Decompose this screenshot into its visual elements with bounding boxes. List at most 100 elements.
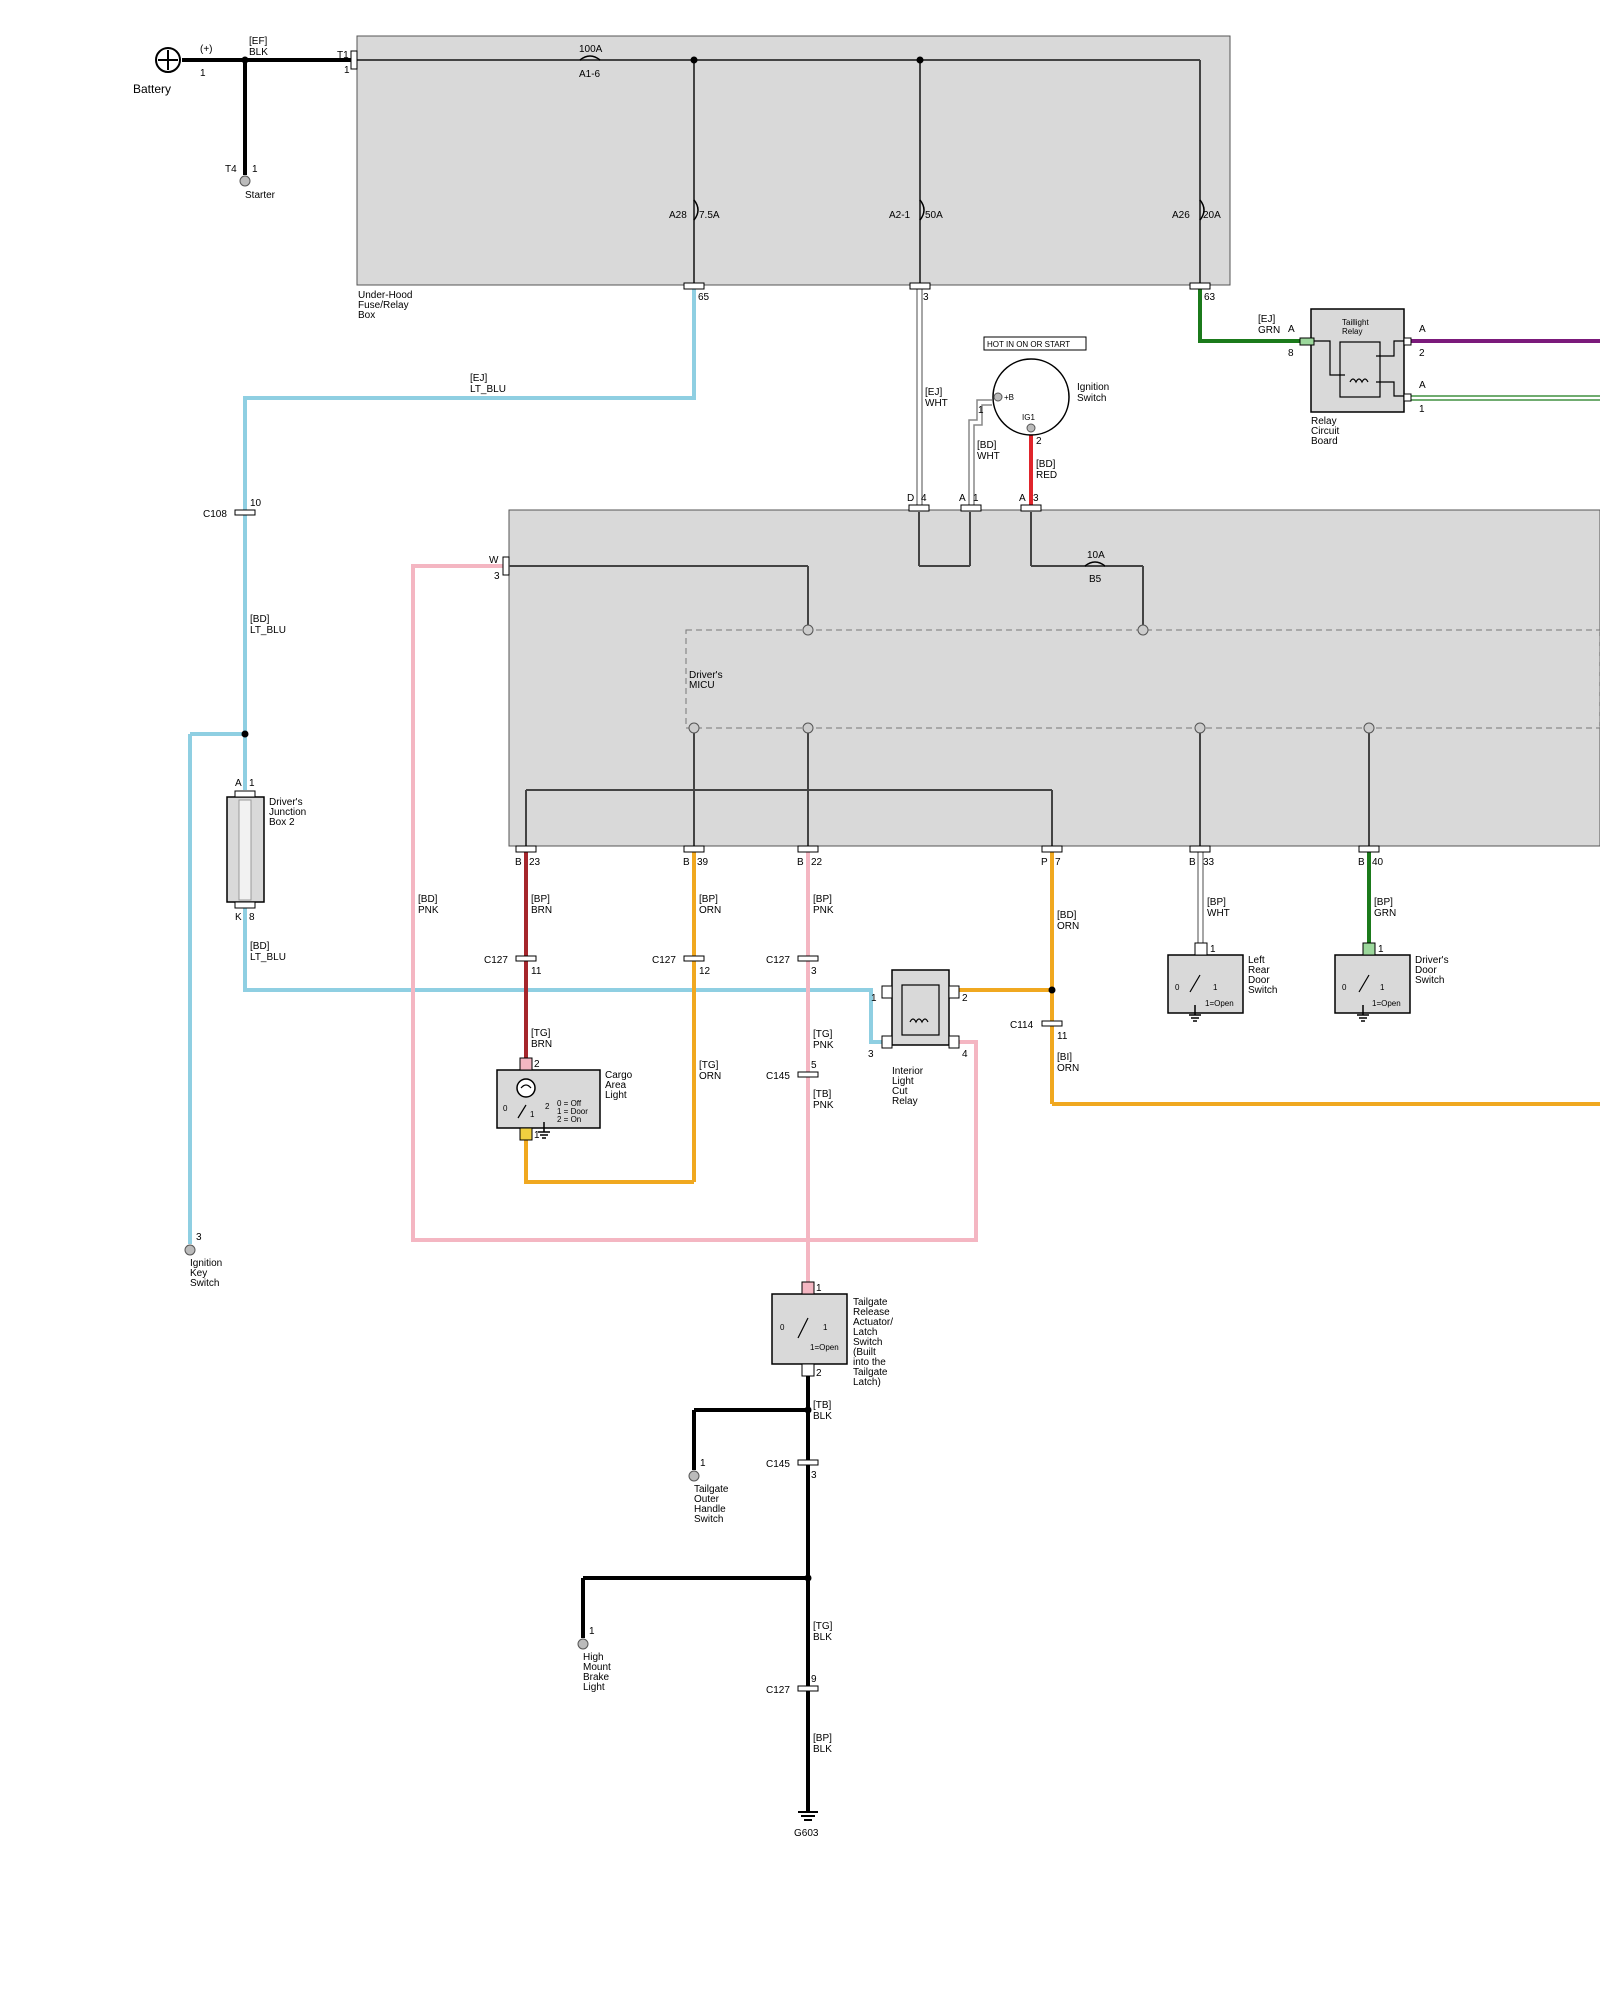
ignition-ig1-label: IG1 <box>1022 413 1035 422</box>
micu-fuse-id: B5 <box>1089 574 1102 585</box>
wire-bd-ltblu-2-code: [BD] <box>250 941 270 952</box>
cut-relay-pin-2-label: 2 <box>962 993 968 1004</box>
c127-d-label: C127 <box>766 1685 790 1696</box>
junction-dot-2 <box>916 56 924 64</box>
micu-b40-pin: 40 <box>1372 857 1384 868</box>
battery-polarity: (+) <box>200 44 213 55</box>
c145-b-connector <box>797 1459 819 1466</box>
micu-a2: A <box>1019 493 1026 504</box>
cut-relay-pin-4 <box>948 1035 960 1049</box>
cut-relay-inner <box>901 984 940 1036</box>
lr-door-pos1: 1 <box>1213 983 1218 992</box>
ign-key-label-1: Ignition <box>190 1258 222 1269</box>
dr-door-open: 1=Open <box>1372 999 1401 1008</box>
wire-ej-ltblu-code: [EJ] <box>470 373 487 384</box>
cut-relay-label-4: Relay <box>892 1096 918 1107</box>
djb2-pin-a1 <box>234 790 256 798</box>
micu-b23-pin: 23 <box>529 857 541 868</box>
tailgate-label-4: Latch <box>853 1327 877 1338</box>
tailgate-pin-1-label: 1 <box>816 1283 822 1294</box>
wire-bp-brn-color: BRN <box>531 905 552 916</box>
c127-a-label: C127 <box>484 955 508 966</box>
main-fuse-amps: 100A <box>579 44 603 55</box>
wire-bd-ltblu-code: [BD] <box>250 614 270 625</box>
hmbl-pin: 1 <box>589 1626 595 1637</box>
micu-a2-pin: 3 <box>1033 493 1039 504</box>
micu-p7-pin: 7 <box>1055 857 1061 868</box>
c108-connector <box>234 509 256 516</box>
starter-label: Starter <box>245 190 276 201</box>
micu-b39: B <box>683 857 690 868</box>
micu-fuse-amps: 10A <box>1087 550 1105 561</box>
wire-tb-pnk-color: PNK <box>813 1100 834 1111</box>
outer-handle-label-4: Switch <box>694 1514 723 1525</box>
c127-c-label: C127 <box>766 955 790 966</box>
high-mount-brake-light-terminal <box>577 1638 589 1650</box>
ign-key-label-2: Key <box>190 1268 207 1279</box>
wire-bp-pnk-code: [BP] <box>813 894 832 905</box>
dr-door-label-2: Door <box>1415 965 1437 976</box>
djb2-label-3: Box 2 <box>269 817 295 828</box>
wht-wires <box>916 289 1204 950</box>
wire-tb-blk-code: [TB] <box>813 1400 832 1411</box>
djb2-label-1: Driver's <box>269 797 303 808</box>
micu-b23: B <box>515 857 522 868</box>
c127-b-label: C127 <box>652 955 676 966</box>
thin-grn-wire <box>1408 395 1600 401</box>
c145-a-pin: 5 <box>811 1060 817 1071</box>
uhfb-pin-63 <box>1189 282 1211 290</box>
micu-b33-pin: 33 <box>1203 857 1215 868</box>
battery-pin: 1 <box>200 68 206 79</box>
djb2-conn-k: K <box>235 912 242 923</box>
t1-label: T1 <box>337 50 349 61</box>
c127-c-pin: 3 <box>811 966 817 977</box>
fuse-a26-id: A26 <box>1172 210 1190 221</box>
tailgate-pos0: 0 <box>780 1323 785 1332</box>
orn-wires <box>524 849 1600 1184</box>
c145-a-connector <box>797 1071 819 1078</box>
outer-handle-switch-terminal <box>688 1470 700 1482</box>
pnk-wires <box>411 564 978 1292</box>
djb2-conn-a: A <box>235 778 242 789</box>
tailgate-pos1: 1 <box>823 1323 828 1332</box>
wire-tg-pnk-code: [TG] <box>813 1029 833 1040</box>
junction-dot-1 <box>690 56 698 64</box>
ignition-b-terminal <box>993 392 1003 402</box>
ignition-ig1-terminal <box>1026 423 1036 433</box>
cargo-label-2: Area <box>605 1080 627 1091</box>
fuse-a28 <box>693 199 699 221</box>
relay-board-pin-r2-label: 2 <box>1419 348 1425 359</box>
micu-b22: B <box>797 857 804 868</box>
tailgate-label-2: Release <box>853 1307 890 1318</box>
wire-bp-brn-code: [BP] <box>531 894 550 905</box>
wire-tg-blk-color: BLK <box>813 1632 832 1643</box>
wire-bp-pnk-color: PNK <box>813 905 834 916</box>
cargo-area-light <box>496 1069 601 1129</box>
tailgate-label-8: Tailgate <box>853 1367 888 1378</box>
c114-connector <box>1041 1020 1063 1027</box>
wire-bd-ltblu-color: LT_BLU <box>250 625 286 636</box>
c114-pin: 11 <box>1057 1031 1068 1042</box>
relay-board-pin-a-r1: A <box>1419 324 1426 335</box>
wire-bd-wht-code: [BD] <box>977 440 997 451</box>
ignition-pin-2: 2 <box>1036 436 1042 447</box>
battery-junction-dot <box>241 56 249 64</box>
c127-b-pin: 12 <box>699 966 711 977</box>
micu-p7: P <box>1041 857 1048 868</box>
tailgate-pin-2 <box>801 1363 815 1377</box>
uhfb-label-2: Fuse/Relay <box>358 300 409 311</box>
cargo-pin-1 <box>519 1127 533 1141</box>
relay-board-pin-r2 <box>1403 337 1412 346</box>
uhfb-label-3: Box <box>358 310 375 321</box>
micu-pin-d4 <box>908 504 930 512</box>
wire-bp-grn-code: [BP] <box>1374 897 1393 908</box>
wire-bp-wht-color: WHT <box>1207 908 1230 919</box>
cut-relay-label-2: Light <box>892 1076 914 1087</box>
wire-bd-pnk-color: PNK <box>418 905 439 916</box>
under-hood-fuse-box <box>356 35 1231 286</box>
micu-pin-b33 <box>1189 845 1211 853</box>
interior-light-cut-relay <box>891 969 950 1046</box>
cargo-pin-2 <box>519 1057 533 1071</box>
cargo-legend-1: 1 = Door <box>557 1107 588 1116</box>
